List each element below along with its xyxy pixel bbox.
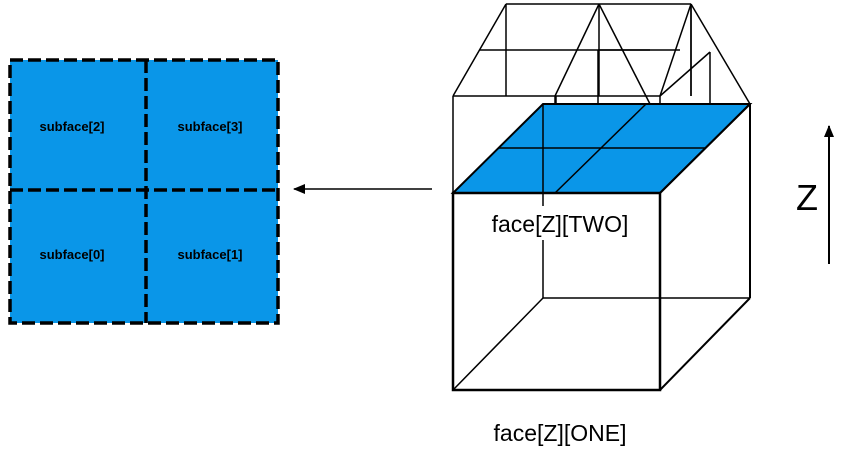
octree-cube <box>450 3 753 392</box>
subface-cell-0: subface[0] <box>39 247 104 262</box>
lower-cube-front-face <box>451 191 662 392</box>
z-axis-label: Z <box>796 177 818 218</box>
subface-1-label: subface[1] <box>177 247 242 262</box>
subface-grid: subface[2] subface[3] subface[0] subface… <box>8 58 280 325</box>
subface-cell-1: subface[1] <box>177 247 242 262</box>
face-z-one-label: face[Z][ONE] <box>494 420 627 446</box>
face-z-two-label: face[Z][TWO] <box>492 211 629 237</box>
z-axis: Z <box>796 125 834 264</box>
subface-cell-2: subface[2] <box>39 119 104 134</box>
subface-cell-3: subface[3] <box>177 119 242 134</box>
face-z-two-label-background <box>462 206 658 240</box>
face-z-two-divider-2 <box>554 103 647 194</box>
subface-2-label: subface[2] <box>39 119 104 134</box>
subface-0-label: subface[0] <box>39 247 104 262</box>
subface-3-label: subface[3] <box>177 119 242 134</box>
lower-cube <box>451 103 751 392</box>
